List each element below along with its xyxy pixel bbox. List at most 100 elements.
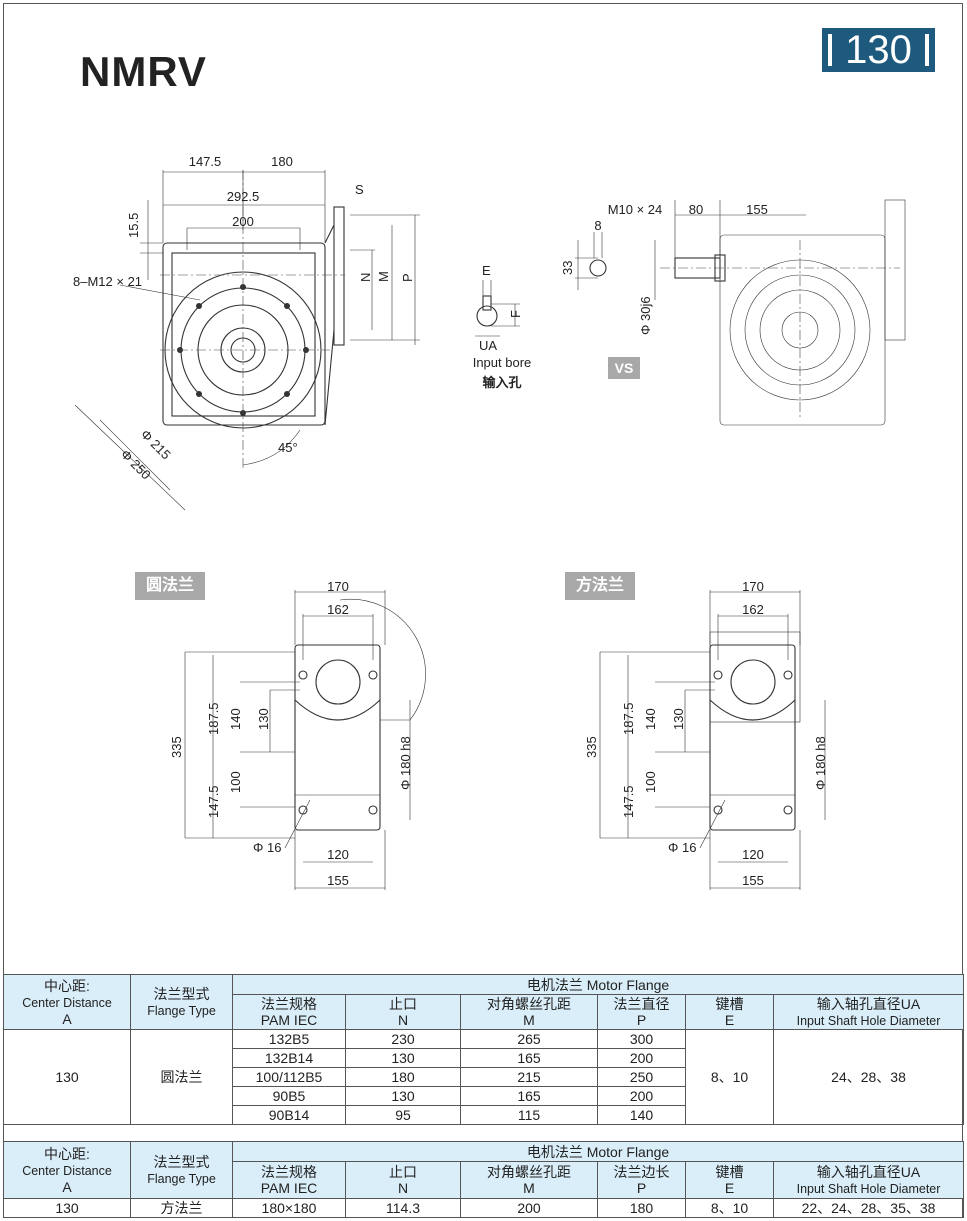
cell: 165 bbox=[460, 1086, 598, 1106]
dim-120: 120 bbox=[742, 847, 764, 862]
input-bore-label-cn: 输入孔 bbox=[482, 375, 521, 390]
dim-dia-16: Φ 16 bbox=[668, 840, 696, 855]
motor-flange-header: 电机法兰 Motor Flange bbox=[231, 974, 965, 995]
square-flange-tag: 方法兰 bbox=[565, 572, 635, 600]
round-flange-drawing: 170 162 187.5 140 130 335 100 147.5 Φ 18… bbox=[169, 579, 426, 890]
input-bore-label: Input bore bbox=[473, 355, 532, 370]
label-e: E bbox=[482, 263, 491, 278]
side-view-drawing: 147.5 180 292.5 200 15.5 8–M12 × 21 S N … bbox=[73, 154, 420, 511]
cell: 95 bbox=[345, 1105, 461, 1125]
cell-ua: 24、28、38 bbox=[772, 1029, 965, 1125]
dim-dia-180: Φ 180 h8 bbox=[813, 736, 828, 790]
dim-162: 162 bbox=[742, 602, 764, 617]
dim-140: 140 bbox=[643, 708, 658, 730]
cell: 100/112B5 bbox=[232, 1067, 346, 1087]
cell: 250 bbox=[597, 1067, 686, 1087]
cell: 215 bbox=[460, 1067, 598, 1087]
cell: 90B14 bbox=[232, 1105, 346, 1125]
cell: 130 bbox=[345, 1048, 461, 1068]
label-n: N bbox=[358, 273, 373, 282]
motor-flange-header: 电机法兰 Motor Flange bbox=[231, 1141, 965, 1162]
cell: 230 bbox=[345, 1029, 461, 1049]
dim-dia-215: Φ 215 bbox=[138, 427, 174, 463]
bolt-spec: 8–M12 × 21 bbox=[73, 274, 142, 289]
cell: 130 bbox=[3, 1198, 131, 1218]
label-p: P bbox=[400, 273, 415, 282]
cell: 115 bbox=[460, 1105, 598, 1125]
size-badge: 130 bbox=[822, 28, 935, 72]
dim-147-5: 147.5 bbox=[189, 154, 222, 169]
cell: 265 bbox=[460, 1029, 598, 1049]
dim-170: 170 bbox=[742, 579, 764, 594]
dim-15-5: 15.5 bbox=[126, 213, 141, 238]
round-flange-tag: 圆法兰 bbox=[135, 572, 205, 600]
dim-170: 170 bbox=[327, 579, 349, 594]
cell: 140 bbox=[597, 1105, 686, 1125]
cell: 方法兰 bbox=[130, 1198, 233, 1218]
cell: 8、10 bbox=[685, 1198, 774, 1218]
cell: 180×180 bbox=[232, 1198, 346, 1218]
dim-120: 120 bbox=[327, 847, 349, 862]
dim-187-5: 187.5 bbox=[621, 702, 636, 735]
dim-162: 162 bbox=[327, 602, 349, 617]
dim-335: 335 bbox=[169, 736, 184, 758]
cell: 22、24、28、35、38 bbox=[772, 1198, 965, 1218]
dim-8: 8 bbox=[594, 218, 601, 233]
dim-dia-180: Φ 180 h8 bbox=[398, 736, 413, 790]
label-m: M bbox=[376, 271, 391, 282]
cell: 200 bbox=[597, 1048, 686, 1068]
cell: 90B5 bbox=[232, 1086, 346, 1106]
cell-type: 圆法兰 bbox=[130, 1029, 233, 1125]
dim-33: 33 bbox=[560, 261, 575, 275]
dim-335: 335 bbox=[584, 736, 599, 758]
vs-tag: VS bbox=[608, 357, 640, 379]
dim-angle-45: 45° bbox=[278, 440, 298, 455]
cell: 180 bbox=[597, 1198, 686, 1218]
cell: 180 bbox=[345, 1067, 461, 1087]
cell: 132B5 bbox=[232, 1029, 346, 1049]
label-f: F bbox=[508, 310, 523, 318]
input-shaft-view-drawing: M10 × 24 80 155 8 33 Φ 30j6 bbox=[560, 199, 906, 426]
dim-180: 180 bbox=[271, 154, 293, 169]
dim-dia-250: Φ 250 bbox=[118, 447, 154, 483]
cell-keyway: 8、10 bbox=[685, 1029, 774, 1125]
cell: 200 bbox=[460, 1198, 598, 1218]
dim-100: 100 bbox=[228, 771, 243, 793]
cell: 130 bbox=[345, 1086, 461, 1106]
dim-100: 100 bbox=[643, 771, 658, 793]
dim-155: 155 bbox=[746, 202, 768, 217]
cell: 200 bbox=[597, 1086, 686, 1106]
dim-292-5: 292.5 bbox=[227, 189, 260, 204]
dim-155: 155 bbox=[327, 873, 349, 888]
dim-147-5: 147.5 bbox=[621, 785, 636, 818]
dim-187-5: 187.5 bbox=[206, 702, 221, 735]
dim-140: 140 bbox=[228, 708, 243, 730]
technical-drawings: 147.5 180 292.5 200 15.5 8–M12 × 21 S N … bbox=[73, 154, 906, 890]
square-flange-drawing: 170 162 187.5 140 130 335 100 147.5 Φ 18… bbox=[584, 579, 828, 890]
cell-center: 130 bbox=[3, 1029, 131, 1125]
page-title: NMRV bbox=[80, 48, 207, 95]
dim-147-5: 147.5 bbox=[206, 785, 221, 818]
cell: 114.3 bbox=[345, 1198, 461, 1218]
dim-130: 130 bbox=[256, 708, 271, 730]
dim-130: 130 bbox=[671, 708, 686, 730]
